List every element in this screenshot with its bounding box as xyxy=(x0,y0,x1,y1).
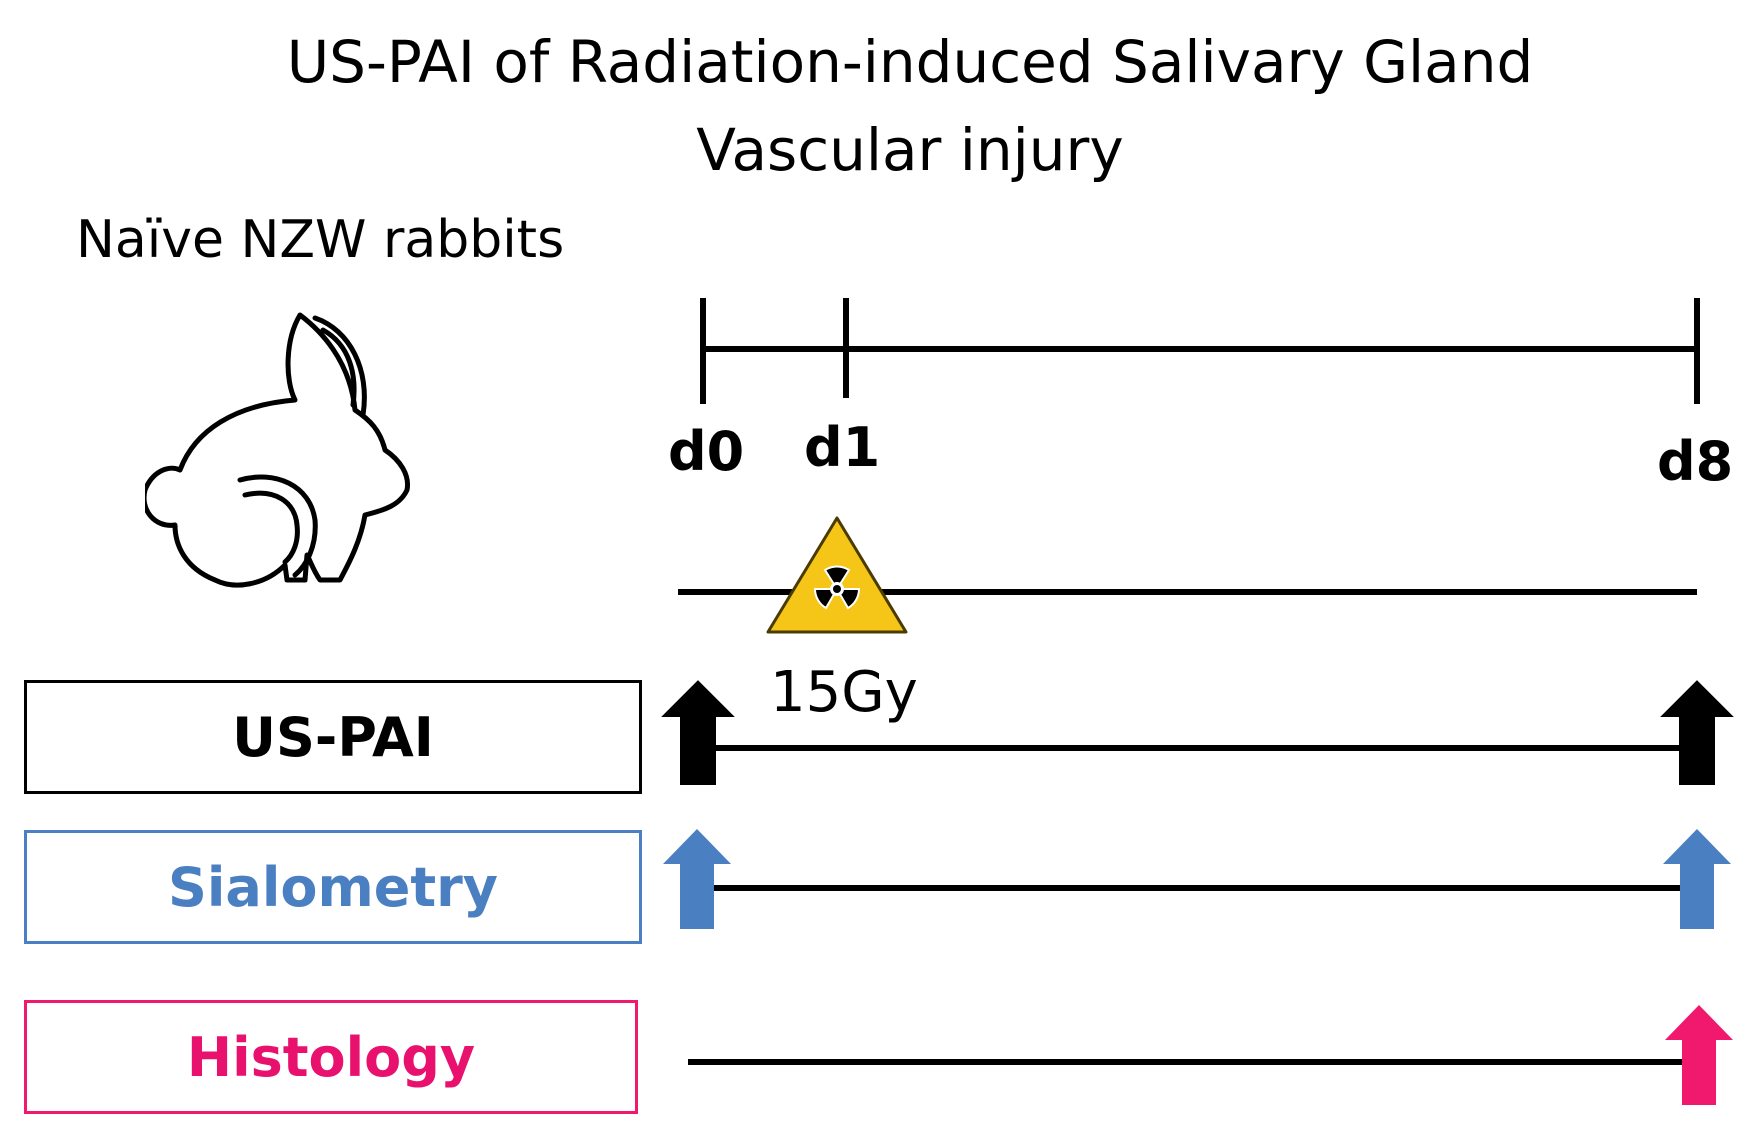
rabbit-icon xyxy=(145,312,411,588)
title-line-2: Vascular injury xyxy=(696,116,1124,184)
sialometry-arrow-d8 xyxy=(1663,829,1731,929)
histology-arrow-d8 xyxy=(1665,1005,1733,1105)
uspai-label: US-PAI xyxy=(232,705,434,769)
uspai-box: US-PAI xyxy=(24,680,642,794)
uspai-arrow-d0 xyxy=(661,680,735,785)
sialometry-label: Sialometry xyxy=(168,855,498,919)
day-label-d0: d0 xyxy=(668,420,745,483)
subject-label: Naïve NZW rabbits xyxy=(76,210,565,270)
sialometry-box: Sialometry xyxy=(24,830,642,944)
sialometry-arrow-d0 xyxy=(663,829,731,929)
day-label-d8: d8 xyxy=(1657,430,1734,493)
uspai-arrow-d8 xyxy=(1660,680,1734,785)
title-line-1: US-PAI of Radiation-induced Salivary Gla… xyxy=(286,28,1534,96)
histology-box: Histology xyxy=(24,1000,638,1114)
main-timeline xyxy=(700,298,1700,404)
day-label-d1: d1 xyxy=(804,416,881,479)
radiation-warning-icon xyxy=(766,516,908,634)
dose-label: 15Gy xyxy=(770,660,918,725)
histology-label: Histology xyxy=(186,1025,476,1089)
figure-title: US-PAI of Radiation-induced Salivary Gla… xyxy=(0,18,1747,194)
